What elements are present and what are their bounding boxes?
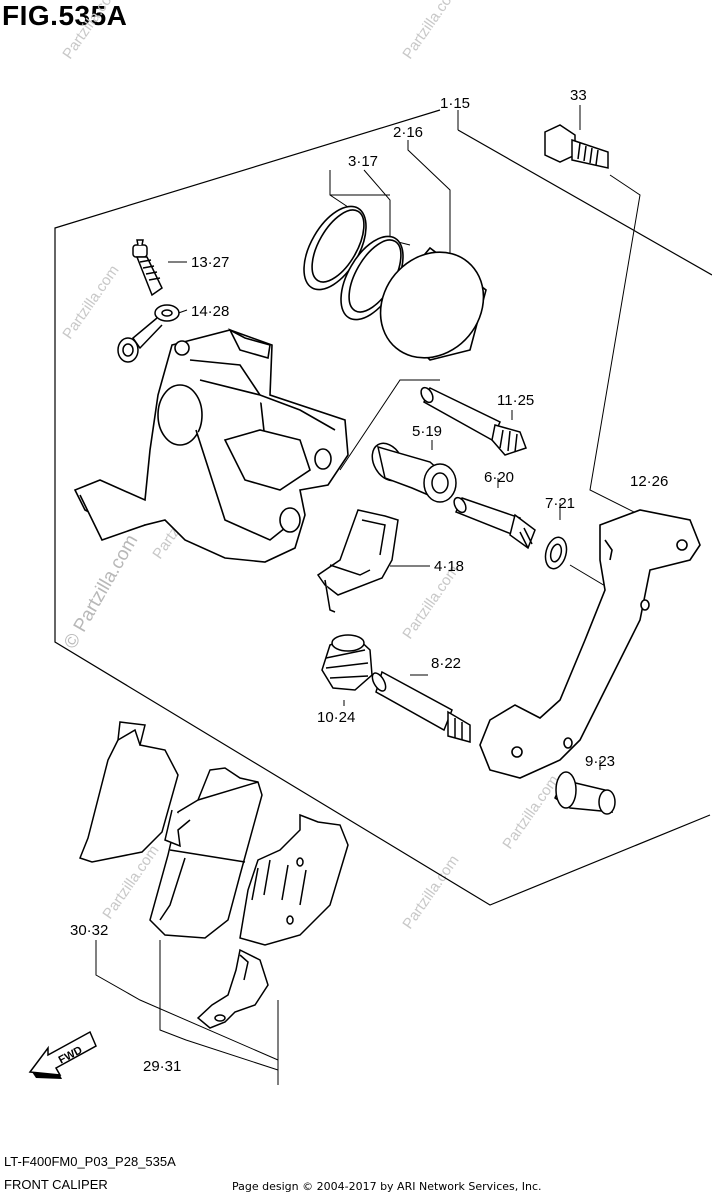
callout-3-17: 3·17 — [348, 153, 378, 170]
page-credit: Page design © 2004-2017 by ARI Network S… — [232, 1180, 542, 1193]
bracket-12 — [479, 509, 701, 779]
assembly-outline — [54, 109, 711, 906]
callout-9-23: 9·23 — [585, 753, 615, 770]
piston-seals — [303, 205, 487, 361]
callout-5-19: 5·19 — [412, 423, 442, 440]
bleeder-valve — [117, 239, 180, 363]
boot-10 — [321, 634, 373, 691]
brake-pads — [79, 721, 349, 1029]
boot-5 — [371, 442, 457, 503]
pin-8 — [371, 670, 471, 743]
pin-6 — [453, 496, 536, 550]
callout-14-28: 14·28 — [191, 303, 229, 320]
fwd-arrow: FWD — [28, 1030, 97, 1079]
callout-4-18: 4·18 — [434, 558, 464, 575]
watermark-text: Partzilla.com — [499, 772, 562, 852]
pin-11 — [420, 386, 527, 456]
watermark-text: Partzilla.com — [59, 0, 122, 62]
callout-30-32: 30·32 — [70, 922, 108, 939]
watermark-text: © Partzilla.com — [60, 531, 142, 652]
figure-title: FIG.535A — [2, 0, 128, 31]
pad-spring-4 — [316, 509, 399, 613]
callout-6-20: 6·20 — [484, 469, 514, 486]
callout-29-31: 29·31 — [143, 1058, 181, 1075]
callout-12-26: 12·26 — [630, 473, 668, 490]
callout-13-27: 13·27 — [191, 254, 229, 271]
bolt-33 — [544, 124, 609, 169]
watermark-text: Partzilla.com — [399, 852, 462, 932]
watermark-text: Partzilla.com — [399, 0, 462, 62]
callout-11-25: 11·25 — [497, 392, 534, 409]
callout-2-16: 2·16 — [393, 124, 423, 141]
callout-7-21: 7·21 — [545, 495, 575, 512]
washer-7 — [544, 536, 568, 570]
callout-8-22: 8·22 — [431, 655, 461, 672]
figure-name: FRONT CALIPER — [4, 1177, 108, 1192]
callout-33: 33 — [570, 87, 587, 104]
caliper-body — [73, 328, 349, 563]
figure-code: LT-F400FM0_P03_P28_535A — [4, 1154, 176, 1169]
callout-1-15: 1·15 — [440, 95, 470, 112]
sleeve-9 — [554, 771, 616, 815]
callout-10-24: 10·24 — [317, 709, 355, 726]
watermark-text: Partzilla.com — [59, 262, 122, 342]
callout-labels: 1·15 2·16 3·17 33 13·27 14·28 11·25 5·19… — [70, 87, 668, 1075]
